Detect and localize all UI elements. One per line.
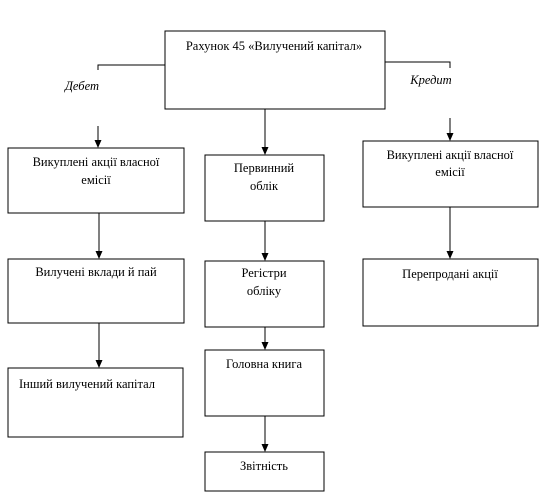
arrowhead: [261, 253, 269, 261]
middle-box-reporting-text: Звітність: [240, 459, 288, 473]
credit-branch-line: [385, 61, 451, 68]
left-box-repurchased-shares-line2: емісії: [81, 173, 111, 187]
middle-box-accounting-registers: [204, 260, 325, 328]
right-box-repurchased-shares-line2: емісії: [435, 165, 465, 179]
arrowhead: [261, 342, 269, 350]
left-box-withdrawn-deposits: [7, 258, 185, 324]
left-box-other-withdrawn-capital: [7, 367, 184, 438]
right-box-resold-shares-text: Перепродані акції: [402, 267, 498, 281]
credit-label: Кредит: [409, 73, 451, 87]
middle-box-general-ledger: [204, 349, 325, 417]
arrowhead: [446, 251, 454, 259]
left-box-repurchased-shares: [7, 147, 185, 214]
arrowhead: [446, 133, 454, 141]
left-box-repurchased-shares-line1: Викуплені акції власної: [33, 155, 160, 169]
left-box-withdrawn-deposits-text: Вилучені вклади й пай: [35, 265, 157, 279]
middle-box-accounting-registers-line1: Регістри: [241, 266, 286, 280]
middle-box-reporting: [204, 451, 325, 492]
middle-box-general-ledger-text: Головна книга: [226, 357, 303, 371]
middle-box-primary-accounting: [204, 154, 325, 222]
right-box-repurchased-shares-line1: Викуплені акції власної: [387, 148, 514, 162]
left-box-other-withdrawn-capital-text: Інший вилучений капітал: [19, 377, 155, 391]
debit-label: Дебет: [64, 79, 99, 93]
account-title: Рахунок 45 «Вилучений капітал»: [186, 39, 362, 53]
arrowhead: [94, 140, 102, 148]
middle-box-primary-accounting-line1: Первинний: [234, 161, 294, 175]
arrowhead: [261, 444, 269, 452]
middle-box-accounting-registers-line2: обліку: [247, 284, 282, 298]
middle-box-primary-accounting-line2: облік: [250, 179, 279, 193]
arrowhead: [95, 360, 103, 368]
right-box-resold-shares: [362, 258, 539, 327]
arrowhead: [261, 147, 269, 155]
arrowhead: [95, 251, 103, 259]
debit-branch-line: [97, 64, 165, 70]
account-title-box: [164, 30, 386, 110]
